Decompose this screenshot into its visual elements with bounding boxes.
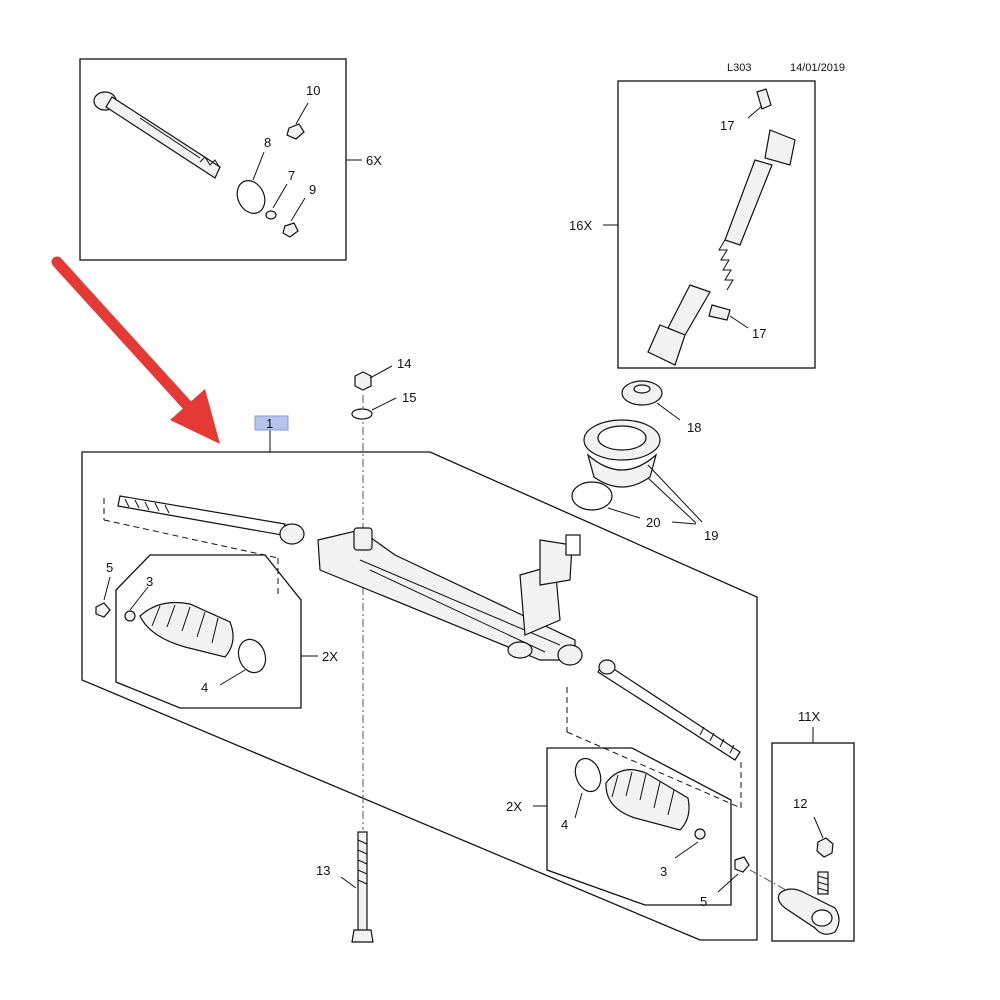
label-10: 10 [306, 83, 320, 98]
label-13: 13 [316, 863, 330, 878]
nut-14[interactable] [354, 371, 372, 391]
label-1: 1 [266, 416, 273, 431]
label-4-left: 4 [201, 680, 208, 695]
label-17-top: 17 [720, 118, 734, 133]
nut-9[interactable] [282, 222, 299, 238]
label-11x: 11X [798, 709, 820, 724]
boot-4-left[interactable] [139, 601, 234, 658]
assembly-outline [81, 451, 758, 941]
bolt-17-bottom[interactable] [708, 304, 731, 321]
clamp-ring-8[interactable] [232, 176, 270, 218]
label-12: 12 [793, 796, 807, 811]
clip-3-right[interactable] [694, 828, 706, 840]
tie-rod-end-11[interactable] [777, 871, 840, 935]
label-4-right: 4 [561, 817, 568, 832]
clamp-ring-4-left[interactable] [234, 636, 270, 677]
nut-10[interactable] [286, 123, 305, 140]
boot-4-right[interactable] [605, 769, 690, 831]
label-9: 9 [309, 182, 316, 197]
label-7: 7 [288, 168, 295, 183]
diagram-date: 14/01/2019 [790, 62, 845, 74]
label-3-left: 3 [146, 574, 153, 589]
label-2x-right: 2X [506, 799, 522, 814]
clip-3-left[interactable] [124, 610, 136, 622]
label-6x: 6X [366, 153, 382, 168]
nut-5-left[interactable] [95, 602, 111, 618]
label-3-right: 3 [660, 864, 667, 879]
clamp-ring-4-right[interactable] [571, 755, 605, 795]
intermediate-shaft[interactable] [647, 129, 796, 366]
tie-rod-inset[interactable] [93, 91, 221, 179]
label-17-bottom: 17 [752, 326, 766, 341]
label-16x: 16X [569, 218, 592, 233]
washer-7[interactable] [265, 210, 277, 220]
label-2x-left: 2X [322, 649, 338, 664]
label-15: 15 [402, 390, 416, 405]
inset-boot-left-2x [115, 554, 302, 709]
pinion-seal-19[interactable] [583, 419, 661, 488]
steering-rack[interactable] [103, 495, 742, 809]
label-18: 18 [687, 420, 701, 435]
inset-intermediate-shaft-16x [617, 80, 816, 369]
ring-20[interactable] [571, 481, 613, 511]
highlight-arrow [51, 256, 220, 444]
diagram-code: L303 [727, 62, 751, 74]
label-14: 14 [397, 356, 411, 371]
nut-5-right[interactable] [734, 856, 750, 873]
washer-15[interactable] [351, 408, 373, 420]
label-20: 20 [646, 515, 660, 530]
inset-boot-right-2x [546, 747, 732, 906]
label-5-right: 5 [700, 894, 707, 909]
label-19: 19 [704, 528, 718, 543]
nut-12[interactable] [816, 837, 834, 858]
label-8: 8 [264, 135, 271, 150]
bolt-17-top[interactable] [756, 88, 772, 110]
bolt-13[interactable] [351, 831, 374, 943]
selected-part-badge[interactable] [254, 415, 289, 431]
label-5-left: 5 [106, 560, 113, 575]
